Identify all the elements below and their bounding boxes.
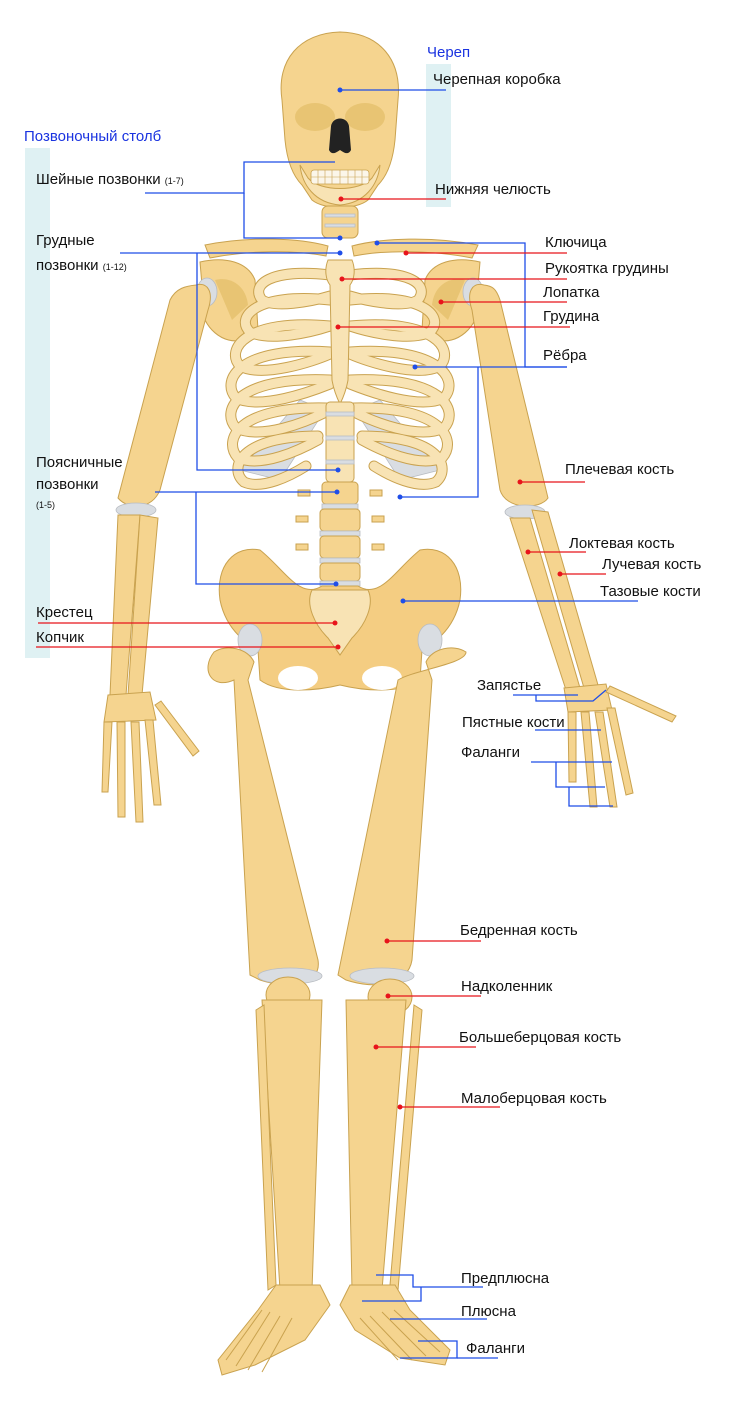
label-text: Нижняя челюсть xyxy=(435,181,551,198)
label-cranium: Черепная коробка xyxy=(433,71,561,89)
label-text: Предплюсна xyxy=(461,1270,550,1287)
label-tibia: Большеберцовая кость xyxy=(459,1029,621,1047)
label-text: Запястье xyxy=(477,677,542,694)
label-text: Надколенник xyxy=(461,978,553,995)
label-text: Лучевая кость xyxy=(602,556,702,573)
label-manubrium: Рукоятка грудины xyxy=(545,260,669,278)
skull-group-title: Череп xyxy=(427,44,471,61)
label-text: Рукоятка грудины xyxy=(545,260,669,277)
label-text: Грудина xyxy=(543,308,600,325)
label-carpals: Запястье xyxy=(477,677,541,695)
left-side-arm xyxy=(101,283,211,823)
label-pelvis: Тазовые кости xyxy=(600,583,701,601)
label-ribs: Рёбра xyxy=(543,347,587,365)
label-text: Плечевая кость xyxy=(565,461,675,478)
label-text: Копчик xyxy=(36,629,84,646)
label-text: Шейные позвонки xyxy=(36,171,161,188)
label-text: Поясничные xyxy=(36,454,123,471)
label-text: позвонки xyxy=(36,257,99,274)
label-metacarpals: Пястные кости xyxy=(462,714,565,732)
label-humerus: Плечевая кость xyxy=(565,461,674,479)
label-text: Малоберцовая кость xyxy=(461,1090,607,1107)
label-sacrum: Крестец xyxy=(36,604,93,622)
label-femur: Бедренная кость xyxy=(460,922,578,940)
label-sternum: Грудина xyxy=(543,308,599,326)
label-coccyx: Копчик xyxy=(36,629,84,647)
label-cervical-vertebrae: Шейные позвонки (1-7) xyxy=(36,171,184,190)
spine-group-band xyxy=(25,148,50,658)
label-tarsals: Предплюсна xyxy=(461,1270,549,1288)
skull xyxy=(280,31,399,208)
label-text: Грудные xyxy=(36,232,95,249)
label-text: Ключица xyxy=(545,234,607,251)
label-text: Локтевая кость xyxy=(569,535,675,552)
legs xyxy=(207,647,467,1291)
label-range: (1-12) xyxy=(102,262,127,272)
label-scapula: Лопатка xyxy=(543,284,599,302)
label-lumbar-vertebrae-range: (1-5) xyxy=(36,495,55,514)
label-text: Фаланги xyxy=(466,1340,525,1357)
label-fibula: Малоберцовая кость xyxy=(461,1090,607,1108)
feet xyxy=(217,1284,451,1376)
right-side-arm xyxy=(469,283,677,808)
vertebral-column xyxy=(295,401,385,587)
label-text: Фаланги xyxy=(461,744,520,761)
label-text: Черепная коробка xyxy=(433,71,561,88)
label-lumbar-vertebrae-line1: Поясничные xyxy=(36,454,123,472)
label-text: Крестец xyxy=(36,604,93,621)
label-thoracic-vertebrae-line2: позвонки (1-12) xyxy=(36,257,127,276)
spine-group-title: Позвоночный столб xyxy=(24,128,162,145)
cervical-spine xyxy=(321,205,359,239)
label-metatarsals: Плюсна xyxy=(461,1303,516,1321)
label-text: позвонки xyxy=(36,476,99,493)
label-hand-phalanges: Фаланги xyxy=(461,744,520,762)
skull-group-band xyxy=(426,64,451,207)
label-lumbar-vertebrae-line2: позвонки xyxy=(36,476,99,494)
label-ulna: Локтевая кость xyxy=(569,535,675,553)
label-text: Рёбра xyxy=(543,347,587,364)
label-text: Тазовые кости xyxy=(600,583,701,600)
label-mandible: Нижняя челюсть xyxy=(435,181,551,199)
label-text: Большеберцовая кость xyxy=(459,1029,622,1046)
label-range: (1-5) xyxy=(36,500,56,510)
label-foot-phalanges: Фаланги xyxy=(466,1340,525,1358)
label-clavicle: Ключица xyxy=(545,234,607,252)
label-text: Плюсна xyxy=(461,1303,516,1320)
label-patella: Надколенник xyxy=(461,978,552,996)
label-thoracic-vertebrae-line1: Грудные xyxy=(36,232,95,250)
label-radius: Лучевая кость xyxy=(602,556,701,574)
label-text: Пястные кости xyxy=(462,714,565,731)
label-range: (1-7) xyxy=(164,176,184,186)
label-text: Бедренная кость xyxy=(460,922,578,939)
label-text: Лопатка xyxy=(543,284,600,301)
leader-lines xyxy=(36,87,638,1359)
ribcage xyxy=(225,259,455,490)
